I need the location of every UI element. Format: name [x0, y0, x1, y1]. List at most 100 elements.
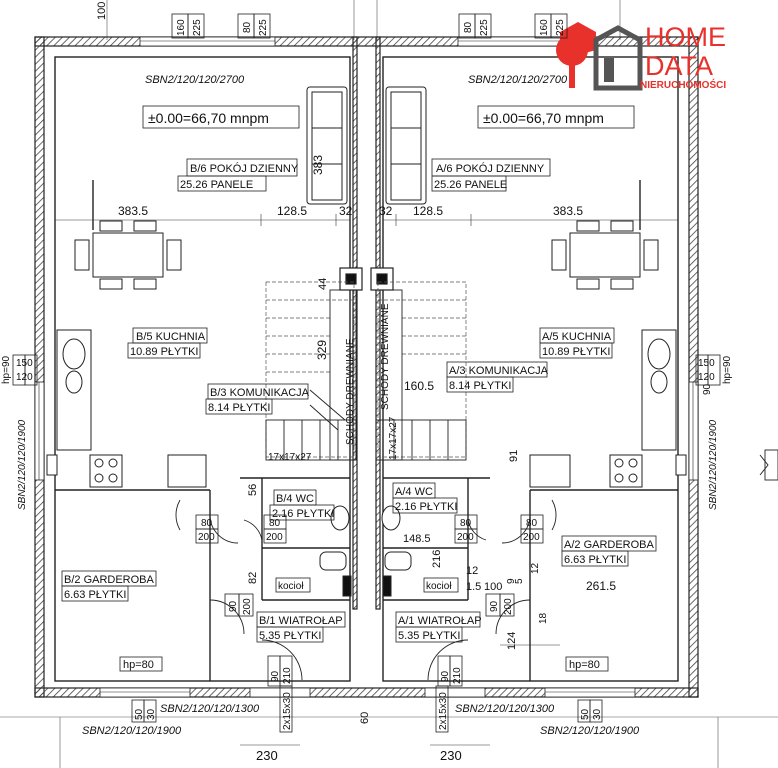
dim-top-left: 100	[96, 2, 108, 20]
room-a1-name: A/1 WIATROŁAP	[398, 615, 482, 627]
room-a5-name: A/5 KUCHNIA	[542, 331, 612, 343]
window-label-bottom-left-1: SBN2/120/120/1300	[160, 703, 260, 715]
dim-383: 383	[311, 155, 325, 175]
bdim-60: 60	[359, 712, 371, 724]
bdim-30-a: 30	[146, 708, 157, 720]
logo: HOME DATA NIERUCHOMOŚCI	[556, 22, 726, 91]
dim-32-left: 32	[339, 204, 353, 218]
boiler-boxes	[275, 577, 459, 593]
dim-12-b: 12	[530, 562, 541, 574]
dim-225-r: 225	[479, 19, 490, 36]
room-a6-area: 25.26 PANELE	[434, 179, 507, 191]
door-dim-90-b: 90	[489, 600, 500, 612]
room-a4-area: 2.16 PŁYTKI	[395, 501, 457, 513]
window-label-side-left: SBN2/120/120/1900	[17, 419, 28, 510]
stairs-right	[377, 281, 467, 458]
stairs-left-solid	[265, 289, 357, 461]
door-dim-200-f: 200	[503, 598, 514, 615]
dim-82: 82	[247, 572, 259, 584]
boiler-right-label: kocioł	[426, 581, 452, 592]
wc-left-fixtures	[319, 505, 352, 597]
bdim-90-b: 90	[440, 670, 451, 682]
dim-120-right: 120	[698, 372, 715, 383]
logo-line3: NIERUCHOMOŚCI	[640, 78, 726, 91]
dim-128-5-right: 128.5	[413, 204, 443, 218]
window-label-bottom-right-2: SBN2/120/120/1900	[540, 725, 640, 737]
dim-261-5: 261.5	[586, 579, 616, 593]
dim-120-left: 120	[16, 372, 33, 383]
dim-150-left: 150	[16, 358, 33, 369]
logo-line1: HOME	[645, 22, 726, 52]
room-a5-area: 10.89 PŁYTKI	[542, 346, 611, 358]
bdim-230-b: 230	[440, 748, 462, 763]
bdim-stair-b: 2x15x30	[438, 692, 449, 730]
kitchen-right	[529, 329, 687, 488]
dim-1-5: 1.5	[466, 581, 481, 593]
logo-line2: DATA	[645, 51, 713, 81]
room-b5-area: 10.89 PŁYTKI	[130, 346, 199, 358]
door-dim-200-e: 200	[242, 598, 253, 615]
dim-160-r: 160	[539, 19, 550, 36]
room-b6-area: 25.26 PANELE	[180, 179, 253, 191]
room-a6-name: A/6 POKÓJ DZIENNY	[436, 162, 545, 175]
dim-91: 91	[508, 450, 520, 462]
door-dim-200-d: 200	[523, 532, 540, 543]
wc-right-fixtures	[381, 505, 412, 597]
stairs-right-spec: 17x17x27	[388, 416, 399, 460]
dim-32-right: 32	[379, 204, 393, 218]
level-mark-right: ±0.00=66,70 mnpm	[483, 110, 604, 126]
room-b1-area: 5.35 PŁYTKI	[259, 630, 321, 642]
level-mark-boxes	[142, 105, 635, 129]
room-b3-name: B/3 KOMUNIKACJA	[210, 387, 310, 399]
dim-18: 18	[538, 612, 549, 624]
dim-80-l: 80	[242, 21, 253, 33]
bdim-210-a: 210	[282, 667, 293, 684]
dim-225-l2: 225	[258, 19, 269, 36]
stairs-right-solid	[375, 289, 467, 461]
dim-225-r2: 225	[555, 19, 566, 36]
room-b4-area: 2.16 PŁYTKI	[272, 508, 334, 520]
room-b5-name: B/5 KUCHNIA	[136, 331, 206, 343]
room-label-boxes	[61, 158, 657, 643]
dim-160-l: 160	[176, 19, 187, 36]
dim-383-5-right: 383.5	[553, 204, 583, 218]
dim-225-l: 225	[192, 19, 203, 36]
room-a3-area: 8.14 PŁYTKI	[449, 380, 511, 392]
stairs-right-label: SCHODY DREWNIANE	[380, 303, 391, 410]
bdim-stair-a: 2x15x30	[282, 692, 293, 730]
bdim-230-a: 230	[256, 748, 278, 763]
dim-80-r: 80	[463, 21, 474, 33]
sofa-right	[385, 86, 427, 205]
door-swings	[175, 499, 557, 681]
door-dim-200-b: 200	[266, 532, 283, 543]
dim-100: 100	[484, 581, 502, 593]
outer-walls	[34, 36, 699, 698]
bdim-90-a: 90	[270, 670, 281, 682]
stairs-left-spec: 17x17x27	[268, 452, 312, 463]
dim-12-a: 12	[466, 565, 478, 577]
dim-160-5: 160.5	[404, 379, 434, 393]
room-b2-area: 6.63 PŁYTKI	[64, 589, 126, 601]
room-b4-name: B/4 WC	[276, 493, 314, 505]
bdim-30-b: 30	[592, 708, 603, 720]
room-b2-name: B/2 GARDEROBA	[64, 574, 155, 586]
room-b1-name: B/1 WIATROŁAP	[259, 615, 343, 627]
window-label-top-right: SBN2/120/120/2700	[468, 74, 568, 86]
dim-329: 329	[315, 340, 329, 360]
boiler-left-label: kocioł	[278, 581, 304, 592]
kitchen-left	[46, 329, 207, 488]
door-dim-90-a: 90	[228, 600, 239, 612]
room-a2-name: A/2 GARDEROBA	[564, 539, 655, 551]
hp80-right: hp=80	[569, 659, 600, 671]
dim-216: 216	[431, 550, 443, 568]
top-dim-boxes	[171, 13, 568, 39]
door-dim-boxes	[195, 514, 544, 617]
door-dim-80-a: 80	[201, 518, 213, 529]
room-a3-name: A/3 KOMUNIKACJA	[449, 365, 549, 377]
level-mark-left: ±0.00=66,70 mnpm	[148, 110, 269, 126]
window-label-side-right: SBN2/120/120/1900	[708, 419, 719, 510]
sofa-left	[306, 86, 348, 205]
right-fragment	[759, 449, 778, 481]
room-b6-name: B/6 POKÓJ DZIENNY	[190, 162, 299, 175]
